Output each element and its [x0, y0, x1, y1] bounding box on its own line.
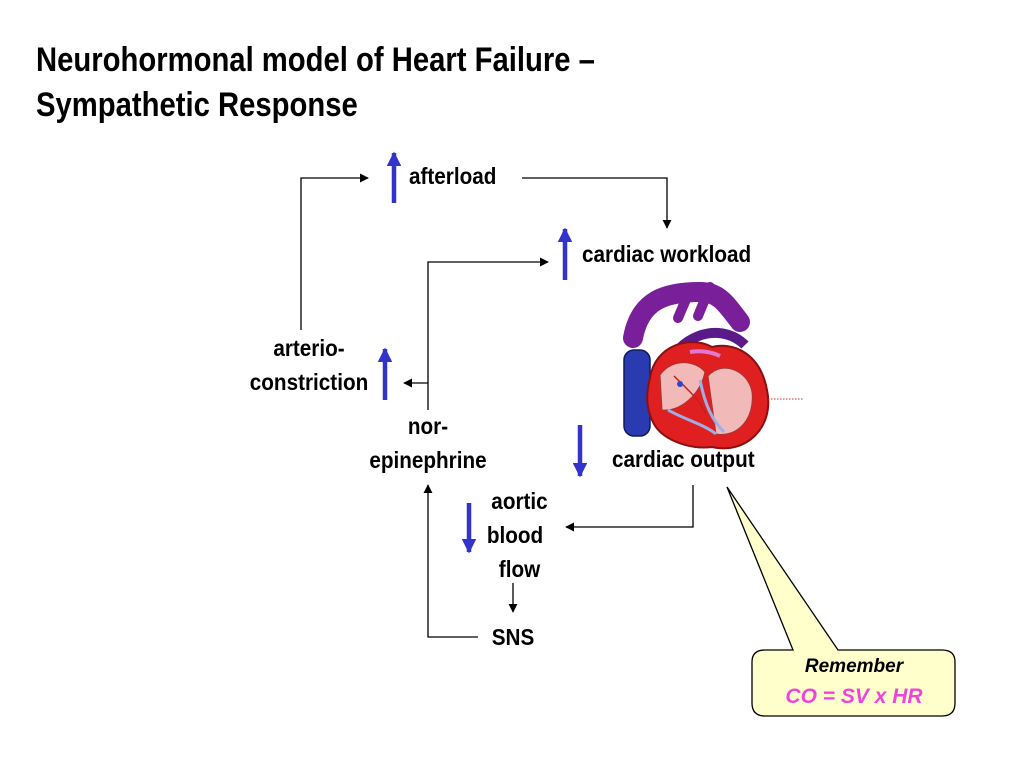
callout-text: Remember CO = SV x HR	[752, 652, 956, 712]
node-norepinephrine-line-2: epinephrine	[369, 447, 487, 473]
node-afterload-label: afterload	[409, 163, 497, 189]
callout-formula: CO = SV x HR	[785, 685, 923, 708]
node-aortic-blood-flow-line-1: aortic	[491, 488, 548, 514]
node-norepinephrine-line-1: nor-	[407, 413, 449, 439]
node-sns: SNS	[483, 620, 542, 654]
node-sns-label: SNS	[491, 624, 535, 650]
page-title-line-2: Sympathetic Response	[36, 86, 358, 124]
heart-icon	[623, 281, 770, 450]
connector-norepinephrine-to-cardiac-workload	[427, 257, 549, 410]
connector-sns-to-norepinephrine	[423, 484, 478, 638]
node-cardiac-workload: cardiac workload	[582, 237, 751, 271]
node-norepinephrine: nor- epinephrine	[365, 409, 491, 477]
callout-heading: Remember	[804, 656, 904, 677]
node-cardiac-workload-label: cardiac workload	[582, 241, 752, 267]
node-afterload: afterload	[409, 159, 496, 193]
node-arterioconstriction-line-2: constriction	[249, 369, 369, 395]
node-cardiac-output-label: cardiac output	[612, 446, 755, 472]
node-arterioconstriction: arterio- constriction	[249, 331, 370, 399]
node-aortic-blood-flow-line-2: blood	[486, 522, 544, 548]
connector-arterioconstriction-to-afterload	[300, 173, 369, 330]
node-aortic-blood-flow-line-3: flow	[498, 556, 541, 582]
node-aortic-blood-flow: aortic blood flow	[476, 484, 553, 586]
connector-afterload-to-cardiac-workload	[522, 177, 672, 229]
node-arterioconstriction-line-1: arterio-	[273, 335, 345, 361]
page-title: Neurohormonal model of Heart Failure – S…	[36, 38, 595, 128]
callout-box	[726, 486, 956, 717]
page-title-line-1: Neurohormonal model of Heart Failure –	[36, 41, 595, 79]
connector-cardiac-output-to-aortic-blood-flow	[565, 485, 694, 532]
node-cardiac-output: cardiac output	[612, 442, 755, 476]
